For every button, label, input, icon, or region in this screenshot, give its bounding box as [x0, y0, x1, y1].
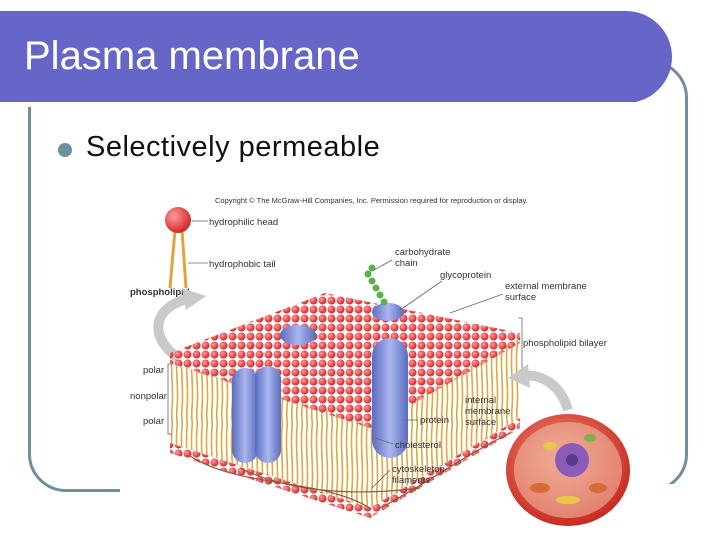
plasma-membrane-diagram: Copyright © The McGraw-Hill Companies, I…: [130, 196, 630, 526]
external-surface-label-line1: external membrane: [505, 281, 587, 292]
internal-surface-label-line1: internal: [465, 395, 496, 406]
polar-bracket: [167, 363, 172, 435]
carbohydrate-chain: [364, 264, 388, 306]
transmembrane-protein-left: [232, 366, 281, 463]
carbohydrate-label-line2: chain: [395, 258, 418, 269]
polar-bottom-label: polar: [143, 416, 164, 427]
phospholipid-bilayer-label: phospholipid bilayer: [523, 338, 607, 349]
internal-surface-label-line3: surface: [465, 417, 496, 428]
glycoprotein-label: glycoprotein: [440, 270, 491, 281]
cell-arrow-head: [508, 364, 530, 388]
protein-label: protein: [420, 415, 449, 426]
bullet-dot: [58, 143, 72, 157]
external-surface-leader: [449, 293, 504, 314]
phospholipid-label: phospholipid: [130, 287, 190, 298]
transmembrane-protein-right: [372, 338, 408, 458]
phospholipid-arrow-head: [182, 288, 206, 310]
slide-title: Plasma membrane: [24, 34, 360, 78]
internal-surface-label-line2: membrane: [465, 406, 510, 417]
cytoskeleton-label-line1: cytoskeleton: [392, 464, 445, 475]
carbohydrate-label-line1: carbohydrate: [395, 247, 450, 258]
carbohydrate-leader: [373, 259, 393, 271]
title-bar: [0, 11, 672, 107]
hydrophobic-tail-label: hydrophobic tail: [209, 259, 276, 270]
cytoskeleton-label-line2: filaments: [392, 475, 430, 486]
phospholipid-arrow: [153, 293, 192, 363]
nonpolar-label: nonpolar: [130, 391, 167, 402]
cell-illustration: [506, 414, 630, 526]
title-underline: [0, 102, 636, 107]
copyright-text: Copyright © The McGraw-Hill Companies, I…: [215, 196, 528, 205]
glycoprotein-leader: [399, 280, 443, 311]
polar-top-label: polar: [143, 365, 164, 376]
hydrophilic-head-label: hydrophilic head: [209, 217, 278, 228]
cholesterol-leader: [374, 437, 394, 445]
bullet-text: Selectively permeable: [86, 131, 381, 163]
surface-protein: [280, 325, 316, 345]
glycoprotein-shape: [372, 303, 404, 321]
cytoskeleton-leader: [371, 469, 391, 489]
cholesterol-label: cholesterol: [395, 440, 441, 451]
external-surface-label-line2: surface: [505, 292, 536, 303]
phospholipid-model: [165, 207, 191, 289]
